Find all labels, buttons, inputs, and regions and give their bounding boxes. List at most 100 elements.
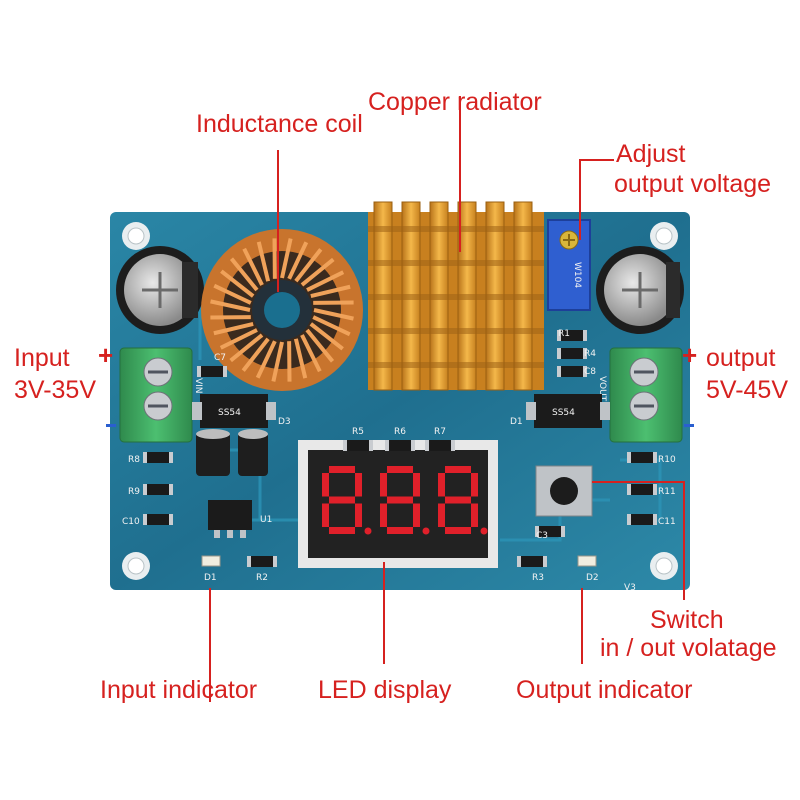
segment (387, 496, 413, 504)
segment (438, 473, 445, 497)
input-capacitor (116, 246, 204, 334)
input-plus-sign: + (98, 340, 113, 370)
coil-winding (280, 238, 293, 279)
label-inductance-coil: Inductance coil (196, 110, 363, 138)
led-display (298, 440, 498, 568)
segment (322, 503, 329, 527)
segment (355, 503, 362, 527)
coil-winding (213, 283, 252, 305)
coil-winding (220, 269, 255, 298)
segment (387, 466, 413, 473)
label-input-line1: Input (14, 344, 70, 372)
annotations: Inductance coil Copper radiator Adjust o… (14, 88, 788, 704)
input-terminal-block[interactable]: VIN (119, 347, 203, 443)
diode-d3: SS54 D3 (192, 394, 291, 428)
coil-winding (271, 341, 284, 382)
coil-winding (242, 247, 264, 286)
coil-winding (229, 333, 264, 363)
seven-seg-digit (438, 466, 488, 535)
input-indicator-led: D1 (201, 555, 221, 583)
d1-silk: D1 (510, 417, 523, 427)
label-input-indicator: Input indicator (100, 676, 257, 704)
label-adjust-line1: Adjust (616, 140, 686, 168)
coil-winding (300, 334, 322, 373)
v3-silk: V3 (624, 583, 636, 593)
smd-part (557, 366, 587, 377)
segment (329, 496, 355, 504)
segment (329, 466, 355, 473)
label-output-line1: output (706, 344, 776, 372)
coil-winding (213, 321, 254, 336)
adjust-leader (579, 159, 614, 240)
smd-components (143, 330, 657, 567)
r10-silk: R10 (658, 455, 676, 465)
smd-part (557, 330, 587, 341)
coil-winding (310, 284, 351, 299)
seven-seg-digit (322, 466, 372, 535)
smd-part (247, 556, 277, 567)
segment (471, 473, 478, 497)
switch-leader (592, 481, 685, 600)
r4-silk: R4 (584, 349, 596, 359)
d3-silk: D3 (278, 417, 291, 427)
segment (413, 503, 420, 527)
inductance-coil (201, 229, 363, 391)
smd-part (343, 440, 373, 451)
c7-silk: C7 (214, 353, 226, 363)
smd-part (385, 440, 415, 451)
vin-silk: VIN (193, 378, 203, 394)
coil-winding (241, 337, 270, 372)
label-switch-line1: Switch (650, 606, 724, 634)
smd-part (197, 366, 227, 377)
segment (445, 496, 471, 504)
c3-silk: C3 (536, 531, 548, 541)
coil-winding (210, 299, 251, 312)
coil-winding (287, 241, 309, 280)
d3-part-code: SS54 (218, 408, 241, 418)
decimal-point (422, 527, 430, 535)
coil-winding (313, 308, 354, 321)
leader-lines (209, 96, 685, 702)
silkscreen-labels: R1 R4 C8 C7 R5 R6 R7 R8 R9 C10 R10 R11 C… (122, 329, 676, 593)
coil-winding (293, 338, 308, 379)
polarity-marks (106, 424, 694, 427)
coil-winding (294, 248, 323, 283)
input-led-silk: D1 (204, 573, 217, 583)
segment (438, 503, 445, 527)
switch-button[interactable] (535, 465, 593, 517)
r9-silk: R9 (128, 487, 140, 497)
smd-part (425, 440, 455, 451)
decimal-point (364, 527, 372, 535)
output-capacitor (596, 246, 684, 334)
label-output-line2: 5V-45V (706, 376, 788, 404)
segment (445, 527, 471, 534)
c11-silk: C11 (658, 517, 676, 527)
copper-radiator (368, 201, 544, 391)
output-plus-sign: + (682, 340, 697, 370)
segment (329, 527, 355, 534)
r5-silk: R5 (352, 427, 364, 437)
label-output-indicator: Output indicator (516, 676, 693, 704)
coil-winding (312, 315, 351, 337)
segment (387, 527, 413, 534)
segment (445, 466, 471, 473)
r7-silk: R7 (434, 427, 446, 437)
segment (355, 473, 362, 497)
output-indicator-led: D2 (577, 555, 599, 583)
smd-part (535, 526, 565, 537)
heatsink-groove (368, 260, 544, 266)
diode-d1: SS54 D1 (510, 394, 610, 428)
smd-part (517, 556, 547, 567)
adjust-potentiometer[interactable]: W104 (547, 219, 591, 311)
smd-part (627, 452, 657, 463)
decimal-point (480, 527, 488, 535)
coil-winding (309, 322, 344, 351)
output-terminal-block[interactable]: VOUT (597, 347, 683, 443)
coil-winding (219, 328, 258, 350)
label-copper-radiator: Copper radiator (368, 88, 542, 116)
coil-winding (300, 257, 335, 287)
coil-winding (255, 340, 277, 379)
heatsink-groove (368, 226, 544, 232)
mounting-hole (122, 222, 678, 580)
pot-code: W104 (572, 262, 582, 288)
